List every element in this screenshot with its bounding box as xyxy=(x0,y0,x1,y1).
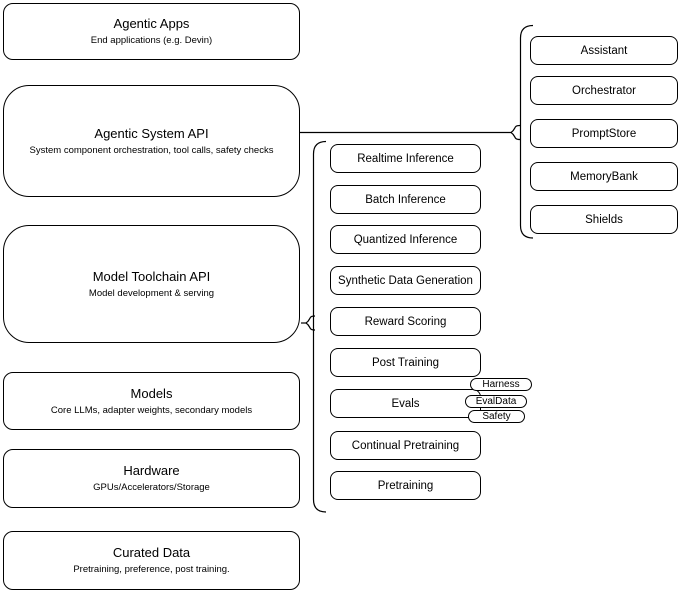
node-subtitle: Pretraining, preference, post training. xyxy=(73,564,230,575)
node-label: Synthetic Data Generation xyxy=(338,274,473,287)
node-batch-inference: Batch Inference xyxy=(330,185,481,214)
node-title: Agentic System API xyxy=(94,125,209,141)
tag-safety: Safety xyxy=(468,410,525,423)
node-pretraining: Pretraining xyxy=(330,471,481,500)
toolchain-group-bracket xyxy=(312,140,327,513)
tag-evaldata: EvalData xyxy=(465,395,527,408)
node-label: Pretraining xyxy=(377,479,434,492)
node-agentic-apps: Agentic Apps End applications (e.g. Devi… xyxy=(3,3,300,60)
node-continual-pretraining: Continual Pretraining xyxy=(330,431,481,460)
node-title: Model Toolchain API xyxy=(92,268,211,284)
tag-label: Harness xyxy=(482,379,520,390)
node-title: Curated Data xyxy=(112,545,191,560)
node-reward-scoring: Reward Scoring xyxy=(330,307,481,336)
node-subtitle: Core LLMs, adapter weights, secondary mo… xyxy=(50,404,253,416)
node-synthetic-data-generation: Synthetic Data Generation xyxy=(330,266,481,295)
node-title: Agentic Apps xyxy=(113,16,190,31)
connector-system-api-brace-end xyxy=(509,124,521,141)
node-models: Models Core LLMs, adapter weights, secon… xyxy=(3,372,300,430)
node-quantized-inference: Quantized Inference xyxy=(330,225,481,254)
tag-label: EvalData xyxy=(475,396,517,407)
node-title: Hardware xyxy=(123,463,180,478)
node-curated-data: Curated Data Pretraining, preference, po… xyxy=(3,531,300,590)
node-label: PromptStore xyxy=(571,127,637,140)
connector-toolchain-api-brace-end xyxy=(304,315,316,331)
node-subtitle: Model development & serving xyxy=(88,287,215,299)
node-label: Orchestrator xyxy=(572,84,636,97)
node-label: Continual Pretraining xyxy=(351,439,460,452)
node-label: Realtime Inference xyxy=(357,152,454,165)
node-memorybank: MemoryBank xyxy=(530,162,678,191)
node-label: Batch Inference xyxy=(365,193,446,206)
node-label: Evals xyxy=(391,397,420,410)
node-promptstore: PromptStore xyxy=(530,119,678,148)
node-assistant: Assistant xyxy=(530,36,678,65)
node-label: Shields xyxy=(585,213,623,226)
node-orchestrator: Orchestrator xyxy=(530,76,678,105)
node-label: Reward Scoring xyxy=(364,315,447,328)
node-label: Assistant xyxy=(580,44,628,57)
node-subtitle: End applications (e.g. Devin) xyxy=(90,35,213,46)
node-hardware: Hardware GPUs/Accelerators/Storage xyxy=(3,449,300,508)
tag-label: Safety xyxy=(482,411,511,422)
node-subtitle: GPUs/Accelerators/Storage xyxy=(93,482,210,493)
node-agentic-system-api: Agentic System API System component orch… xyxy=(3,85,300,197)
node-realtime-inference: Realtime Inference xyxy=(330,144,481,173)
node-subtitle: System component orchestration, tool cal… xyxy=(29,144,274,156)
node-shields: Shields xyxy=(530,205,678,234)
node-title: Models xyxy=(130,385,173,401)
node-evals: Evals xyxy=(330,389,481,418)
node-label: MemoryBank xyxy=(570,170,638,183)
node-label: Post Training xyxy=(371,356,440,369)
node-post-training: Post Training xyxy=(330,348,481,377)
node-model-toolchain-api: Model Toolchain API Model development & … xyxy=(3,225,300,343)
node-label: Quantized Inference xyxy=(353,233,458,246)
tag-harness: Harness xyxy=(470,378,532,391)
